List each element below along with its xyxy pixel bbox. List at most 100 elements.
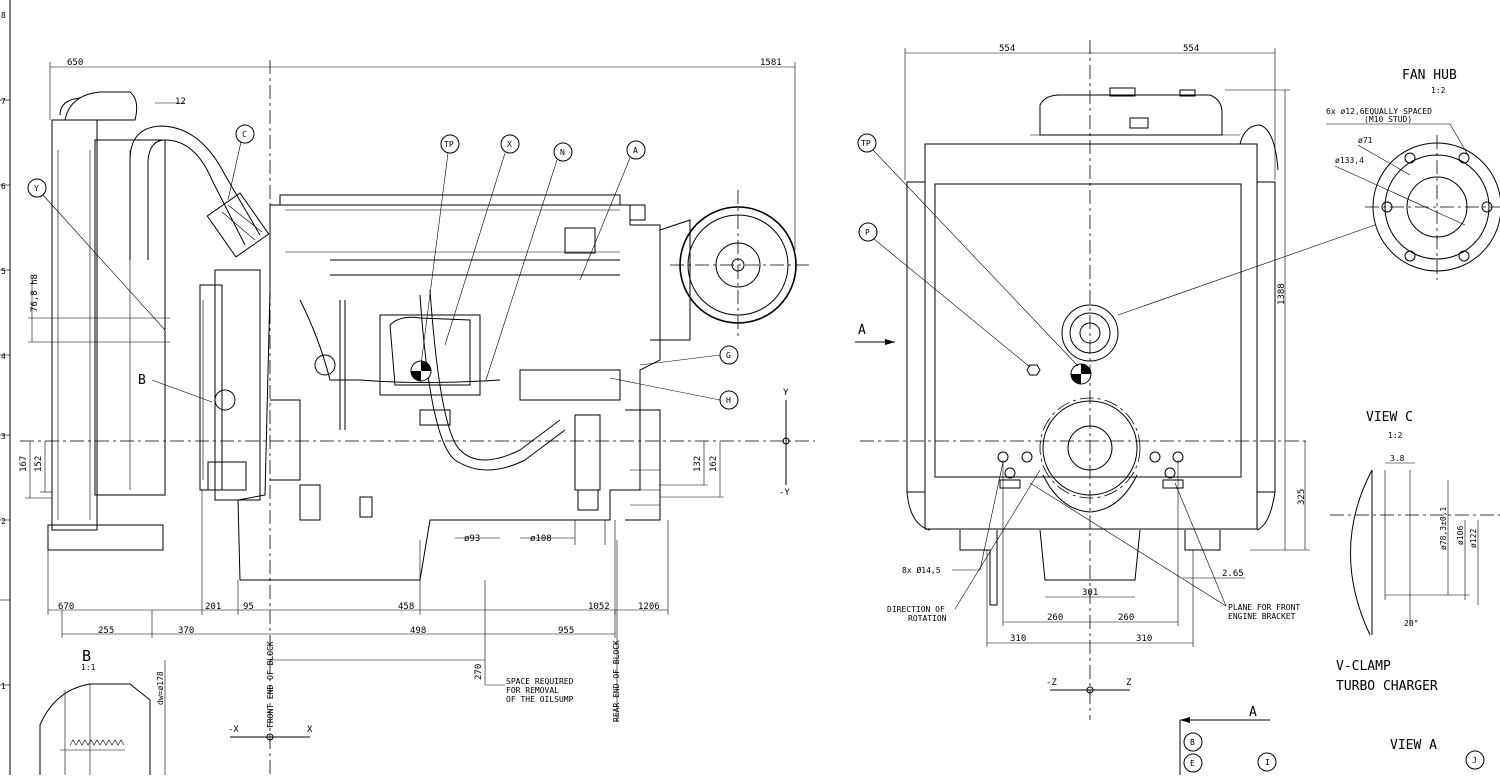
front-center-of-gravity-symbol: [1070, 363, 1092, 385]
bottom-dimensions-row-2: 255 370 498 955: [61, 610, 616, 638]
left-dimensions: 76,8 h8 167 152: [19, 274, 170, 499]
fan-hub-note-2: (M10 STUD): [1364, 115, 1412, 124]
svg-text:Z: Z: [1126, 678, 1132, 688]
dim-650: 650: [67, 58, 83, 68]
dim-310-left: 310: [1010, 634, 1026, 644]
p-point-marker: [1026, 364, 1041, 376]
dim-325: 325: [1297, 489, 1307, 505]
side-view: 650 1581 12: [19, 58, 815, 775]
detail-b-scale: 1:1: [81, 663, 96, 672]
dim-458: 458: [398, 602, 414, 612]
rotation-note-2: ROTATION: [908, 614, 947, 623]
view-a-callout-e: E: [1190, 759, 1195, 768]
dim-1581: 1581: [760, 58, 782, 68]
engine-brackets: [997, 451, 1184, 489]
dim-370: 370: [178, 626, 194, 636]
fan-hub-small: [1061, 304, 1119, 362]
view-c: VIEW C 1:2 3.8 ø78,3±0,1 ø106 ø122 20° V…: [1330, 410, 1500, 694]
dim-1206: 1206: [638, 602, 660, 612]
svg-text:-X: -X: [228, 725, 239, 735]
margin-mark: 8: [1, 11, 6, 20]
dim-12: 12: [175, 97, 186, 107]
fan-hub-d71: ø71: [1358, 136, 1373, 145]
view-a-callout-b: B: [1190, 738, 1195, 747]
rotation-note-1: DIRECTION OF: [887, 605, 945, 614]
margin-mark: 5: [1, 267, 6, 276]
callout-tp: TP: [420, 134, 460, 366]
svg-text:X: X: [507, 140, 512, 149]
dim-162: 162: [709, 456, 719, 472]
view-c-d38: 3.8: [1390, 454, 1405, 463]
svg-text:G: G: [726, 351, 731, 360]
holes-note: 8x Ø14,5: [902, 565, 941, 575]
intake-pipe: [129, 125, 270, 260]
front-view: 554 554: [855, 40, 1376, 720]
view-c-caption-2: TURBO CHARGER: [1336, 679, 1438, 694]
rear-end-of-block-label: REAR END OF BLOCK: [612, 640, 621, 722]
front-callout-p: P: [858, 222, 1031, 368]
view-c-d122: ø122: [1469, 529, 1478, 548]
dim-1388: 1388: [1277, 283, 1287, 305]
fan-hub-note-1: 6x ø12,6EQUALLY SPACED: [1326, 107, 1432, 116]
dim-270: 270: [474, 664, 484, 680]
space-note-line-2: FOR REMOVAL: [506, 686, 559, 695]
section-letter-b: B: [138, 373, 146, 388]
margin-mark: 6: [1, 182, 6, 191]
dim-95: 95: [243, 602, 254, 612]
svg-text:TP: TP: [861, 139, 871, 148]
dim-955: 955: [558, 626, 574, 636]
callout-n: N: [485, 142, 573, 381]
view-c-scale: 1:2: [1388, 431, 1403, 440]
dim-260-right: 260: [1118, 613, 1134, 623]
view-a-callout-j: J: [1472, 756, 1477, 765]
dim-498: 498: [410, 626, 426, 636]
detail-b: B 1:1 dw=ø178: [39, 647, 166, 775]
fan-hub-detail: FAN HUB 1:2 6x ø12,6EQUALLY SPACED (M10 …: [1326, 68, 1500, 280]
margin-mark: 2: [1, 517, 6, 526]
svg-text:Y: Y: [783, 388, 789, 398]
view-c-title: VIEW C: [1366, 410, 1413, 425]
view-c-d106: ø106: [1456, 526, 1465, 545]
detail-b-title: B: [82, 647, 91, 665]
space-note-line-3: OF THE OILSUMP: [506, 695, 574, 704]
front-end-of-block-label: FRONT END OF BLOCK: [266, 641, 275, 728]
svg-text:C: C: [242, 130, 247, 139]
dim-768: 76,8 h8: [30, 274, 40, 312]
plane-note-1: PLANE FOR FRONT: [1228, 603, 1300, 612]
svg-text:-Z: -Z: [1046, 678, 1057, 688]
radiator: [47, 91, 166, 551]
view-c-angle: 20°: [1404, 619, 1418, 628]
dim-260-left: 260: [1047, 613, 1063, 623]
view-c-d78: ø78,3±0,1: [1439, 506, 1448, 550]
svg-text:P: P: [865, 228, 870, 237]
svg-text:-Y: -Y: [779, 488, 790, 498]
y-axis-symbol: Y -Y: [779, 388, 790, 498]
callout-g: G: [639, 345, 739, 366]
dim-152: 152: [34, 456, 44, 472]
margin-mark: 3: [1, 432, 6, 441]
view-a-callout-i: I: [1265, 758, 1270, 767]
view-a-arrow: A: [1249, 705, 1257, 720]
view-c-caption-1: V-CLAMP: [1336, 659, 1391, 674]
fan-hub-scale: 1:2: [1431, 86, 1446, 95]
callout-c: C: [227, 124, 255, 201]
svg-text:N: N: [560, 148, 565, 157]
right-dimensions: 132 162: [660, 441, 724, 498]
margin-mark: 7: [1, 97, 6, 106]
plane-note-2: ENGINE BRACKET: [1228, 612, 1296, 621]
svg-text:H: H: [726, 396, 731, 405]
margin-mark: 4: [1, 352, 6, 361]
fan-assembly: [199, 269, 261, 501]
detail-b-dw: dw=ø178: [156, 671, 165, 705]
fan-hub-title: FAN HUB: [1402, 68, 1457, 83]
oil-filter-diameters: ø93 ø108: [455, 520, 606, 545]
dim-d108: ø108: [530, 534, 552, 544]
space-note-line-1: SPACE REQUIRED: [506, 677, 574, 686]
dim-554-left: 554: [999, 44, 1015, 54]
svg-text:Y: Y: [34, 184, 39, 193]
callout-a: A: [579, 140, 646, 281]
z-axis-symbol: -Z Z: [1046, 678, 1132, 694]
view-a-arrow-label: A: [858, 323, 866, 338]
dim-265: 2.65: [1222, 569, 1244, 579]
engine-block: [237, 194, 661, 581]
